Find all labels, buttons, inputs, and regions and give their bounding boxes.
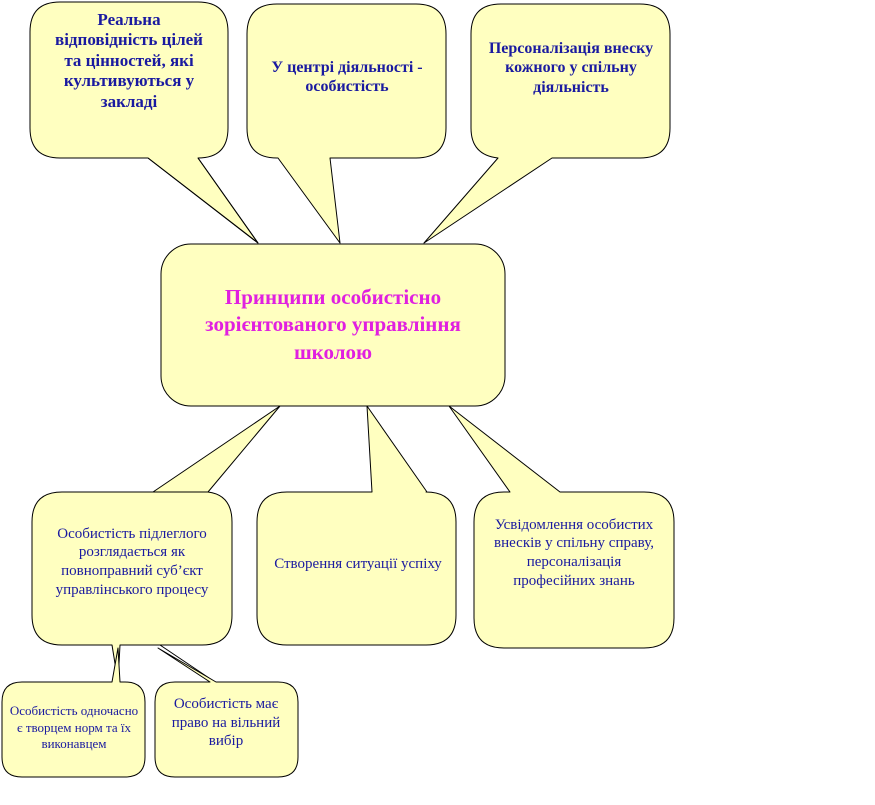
sub-node-2-bubble <box>154 647 299 778</box>
bottom-node-2-text: Створення ситуації успіху <box>274 555 442 572</box>
top-node-3-bubble <box>423 3 671 244</box>
top-node-2-text: У центрі діяльності - особистість <box>271 58 423 95</box>
sub-node-2-text: Особистість має право на вільний вибір <box>171 695 281 750</box>
sub-node-1-bubble <box>1 647 146 778</box>
top-node-2-bubble <box>246 3 447 244</box>
bottom-node-2-bubble <box>256 405 457 646</box>
bottom-node-1-bubble <box>31 405 281 683</box>
bottom-node-1-text: Особистість підлеглого розглядається як … <box>55 525 209 598</box>
sub-node-1-text: Особистість одночасно є творцем норм та … <box>9 702 139 752</box>
bottom-node-3-bubble <box>448 405 675 649</box>
top-node-1-tail-line-2 <box>147 157 259 244</box>
center-node-text: Принципи особистісно зорієнтованого упра… <box>205 285 461 364</box>
top-node-3-text: Персоналізація внеску кожного у спільну … <box>488 40 654 96</box>
top-node-1-tail-line <box>197 157 259 244</box>
top-node-1-text: Реальна відповідність цілей та цінностей… <box>55 10 203 111</box>
bottom-node-3-text: Усвідомлення особистих внесків у спільну… <box>494 516 654 589</box>
center-node-bubble <box>160 243 506 407</box>
